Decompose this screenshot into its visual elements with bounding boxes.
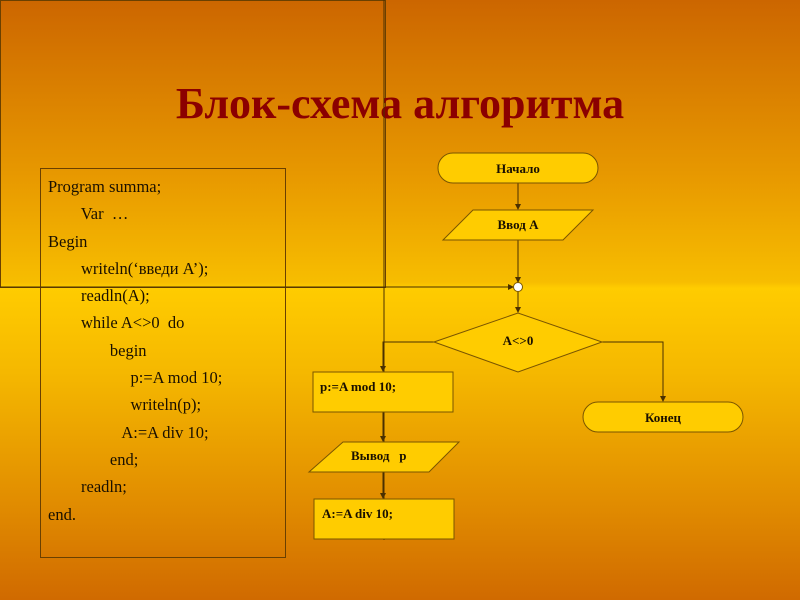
yes-arrow	[380, 341, 434, 372]
div-label: A:=A div 10;	[322, 506, 393, 521]
code-line: while A<>0 do	[48, 313, 185, 333]
code-listing: Program summa; Var … Begin writeln(‘введ…	[40, 168, 286, 558]
no-arrow	[602, 341, 666, 402]
output-parallelogram	[307, 441, 461, 473]
output-label: Вывод p	[351, 448, 406, 463]
mod-process-box	[312, 371, 454, 413]
end-terminator	[582, 401, 744, 433]
start-label: Начало	[496, 161, 540, 176]
code-line: end.	[48, 504, 76, 524]
input-parallelogram	[441, 209, 595, 241]
condition-label: A<>0	[503, 333, 534, 348]
start-terminator	[437, 152, 599, 184]
code-line: Begin	[48, 231, 88, 251]
slide-title: Блок-схема алгоритма	[175, 79, 625, 128]
div-process-box	[313, 498, 455, 540]
code-line: begin	[48, 340, 147, 360]
code-line: writeln(‘введи A’);	[48, 258, 209, 278]
mod-label: p:=A mod 10;	[320, 379, 396, 394]
condition-diamond	[432, 312, 604, 373]
code-line: Var …	[48, 204, 129, 224]
code-line: Program summa;	[48, 177, 162, 196]
code-line: end;	[48, 449, 139, 469]
input-label: Ввод A	[498, 217, 540, 232]
code-line: p:=A mod 10;	[48, 368, 223, 388]
junction-circle	[513, 282, 523, 292]
code-line: A:=A div 10;	[48, 422, 209, 442]
code-line: writeln(p);	[48, 395, 202, 415]
code-line: readln(A);	[48, 286, 150, 306]
end-label: Конец	[645, 410, 682, 425]
code-line: readln;	[48, 477, 127, 497]
